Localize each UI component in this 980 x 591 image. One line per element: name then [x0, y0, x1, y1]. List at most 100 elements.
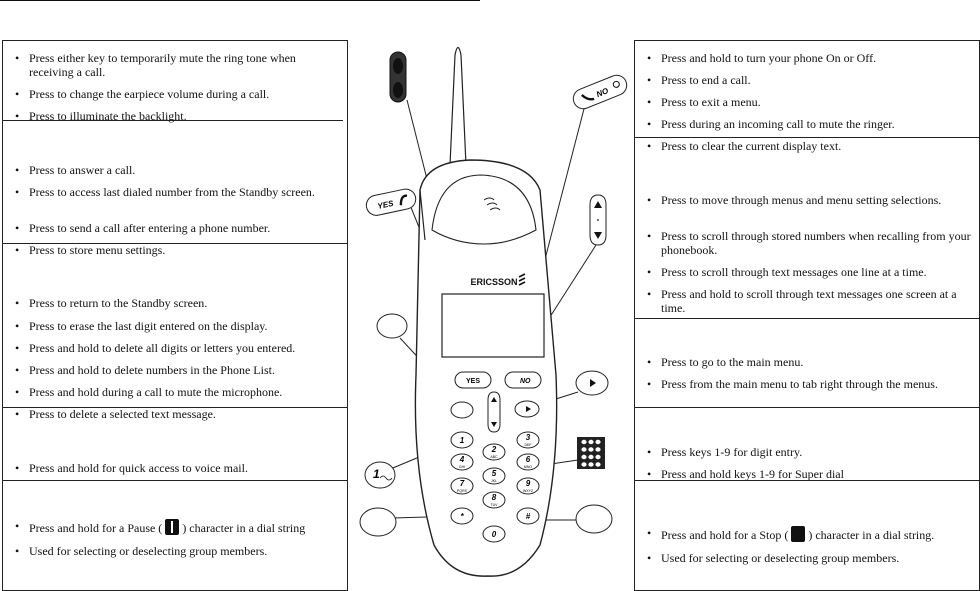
keypad-key-3[interactable]	[516, 431, 540, 449]
section-divider	[635, 407, 979, 408]
key-1-voicemail-icon: 1	[364, 461, 396, 489]
list-item: Press and hold to delete numbers in the …	[15, 363, 339, 377]
keypad-dot	[588, 454, 594, 460]
svg-text:1: 1	[373, 467, 380, 481]
keypad-key-letters: PQRS	[457, 489, 468, 493]
left-instructions-panel: Press either key to temporarily mute the…	[2, 40, 348, 591]
keypad-key-1[interactable]	[450, 431, 474, 449]
keypad-key-label: 4	[459, 455, 465, 464]
pause-character-icon	[165, 519, 180, 535]
list-item: Press from the main menu to tab right th…	[647, 377, 971, 391]
list-item: Press and hold for a Stop ( ) character …	[647, 526, 971, 542]
keypad-dot	[581, 447, 587, 452]
yes-callout-label: YES	[377, 199, 395, 211]
keypad-grid-icon	[577, 437, 605, 469]
keypad-key-label: 2	[491, 445, 497, 454]
list-item: Press to end a call.	[647, 73, 971, 87]
volume-rocker-icon	[389, 51, 407, 103]
brand-mark-icon	[518, 273, 526, 286]
stop-text-after: ) character in a dial string.	[808, 528, 935, 542]
antenna	[449, 46, 467, 166]
keypad-key-label: 0	[492, 530, 497, 539]
yes-key-label: YES	[466, 378, 480, 385]
list-item: Press to store menu settings.	[15, 243, 339, 257]
keypad-key-label: 6	[526, 455, 531, 464]
section-divider	[3, 243, 347, 244]
stop-text-before: Press and hold for a Stop (	[661, 528, 789, 542]
right-instructions-panel: Press and hold to turn your phone On or …	[634, 40, 980, 591]
list-item: Press to exit a menu.	[647, 95, 971, 109]
keypad-key-4[interactable]	[450, 453, 474, 471]
keypad-key-0[interactable]	[482, 525, 506, 543]
keypad-dot	[595, 462, 601, 467]
list-item: Press to change the earpiece volume duri…	[15, 87, 339, 101]
list-item: Press keys 1-9 for digit entry.	[647, 445, 971, 459]
keypad-dot	[588, 439, 594, 445]
keypad-dot	[595, 439, 601, 445]
phone-body	[414, 159, 558, 577]
earpiece-slots	[483, 197, 501, 211]
keypad-dot	[595, 454, 601, 460]
list-item: Press and hold for a Pause ( ) character…	[15, 519, 339, 535]
keypad-dot	[581, 454, 587, 460]
display	[441, 293, 545, 358]
keypad-key-label: #	[526, 512, 531, 521]
keypad-key-letters: JKL	[491, 479, 497, 483]
keypad-key-label: 5	[492, 469, 497, 478]
keypad-key-2[interactable]	[482, 443, 506, 461]
keypad-key-letters: DEF	[525, 443, 532, 447]
section-divider	[635, 137, 979, 138]
keypad-key-5[interactable]	[482, 467, 506, 485]
section-divider	[3, 120, 343, 121]
list-item: Press to erase the last digit entered on…	[15, 319, 339, 333]
list-item: Press to return to the Standby screen.	[15, 296, 339, 310]
keypad-dot	[581, 462, 587, 467]
menu-arrow-icon	[526, 406, 531, 412]
keypad-key-letters: GHI	[459, 465, 465, 469]
star-key-icon	[359, 507, 397, 537]
list-item: Press and hold for quick access to voice…	[15, 461, 339, 475]
top-rule	[0, 0, 480, 1]
keypad-key-8[interactable]	[482, 491, 506, 509]
yes-key[interactable]	[454, 371, 492, 389]
keypad-key-pound[interactable]	[516, 507, 540, 525]
keypad-key-9[interactable]	[516, 477, 540, 495]
list-item: Press to scroll through text messages on…	[647, 265, 971, 279]
clear-key[interactable]	[450, 401, 474, 419]
list-item: Press to answer a call.	[15, 163, 339, 177]
keypad-key-letters: ABC	[490, 455, 498, 459]
list-item: Press either key to temporarily mute the…	[15, 51, 339, 79]
brand-logo: ERICSSON	[470, 277, 517, 287]
list-item: Used for selecting or deselecting group …	[647, 551, 971, 565]
no-key-icon: NO	[572, 74, 628, 110]
pound-key-icon	[575, 504, 613, 534]
yes-key-icon: YES	[365, 188, 417, 216]
earpiece	[431, 174, 537, 245]
pause-text-after: ) character in a dial string	[182, 521, 306, 535]
section-divider	[3, 407, 347, 408]
keypad-key-letters: TUV	[491, 503, 499, 507]
menu-right-arrow-key-icon	[575, 370, 609, 396]
keypad-dot	[595, 447, 601, 452]
stop-character-icon	[791, 526, 806, 542]
keypad-dot	[588, 462, 594, 467]
no-callout-label: NO	[595, 86, 610, 99]
keypad-key-star[interactable]	[450, 507, 474, 525]
list-item: Press to scroll through stored numbers w…	[647, 229, 971, 257]
keypad-key-label: *	[460, 512, 464, 521]
keypad-key-6[interactable]	[516, 453, 540, 471]
list-item: Press and hold during a call to mute the…	[15, 385, 339, 399]
list-item: Press to delete a selected text message.	[15, 407, 339, 421]
keypad-key-label: 7	[460, 479, 465, 488]
keypad-key-7[interactable]	[450, 477, 474, 495]
keypad-key-label: 3	[526, 433, 531, 442]
no-key[interactable]	[504, 371, 542, 389]
pause-text-before: Press and hold for a Pause (	[29, 521, 163, 535]
list-item: Press and hold to turn your phone On or …	[647, 51, 971, 65]
list-item: Press during an incoming call to mute th…	[647, 117, 971, 131]
list-item: Press to access last dialed number from …	[15, 185, 339, 199]
side-volume-key	[419, 189, 426, 241]
section-divider	[635, 480, 979, 481]
